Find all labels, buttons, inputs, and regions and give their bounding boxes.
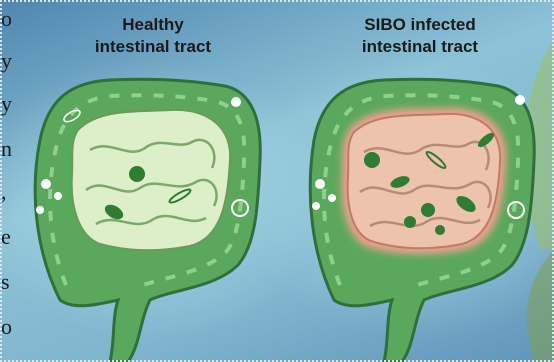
bubble-icon	[36, 206, 44, 214]
bubble-icon	[41, 179, 51, 189]
bubble-icon	[231, 97, 241, 107]
sibo-intestine	[310, 79, 534, 362]
healthy-small-intestine	[72, 110, 230, 250]
bubble-icon	[312, 202, 320, 210]
bubble-icon	[54, 192, 62, 200]
healthy-intestine	[35, 79, 260, 362]
bubble-icon	[515, 95, 525, 105]
bacterium-icon	[404, 216, 416, 228]
bacterium-icon	[364, 152, 380, 168]
bacterium-icon	[435, 225, 445, 235]
bubble-icon	[328, 194, 336, 202]
bacterium-icon	[129, 166, 145, 182]
bacterium-icon	[421, 203, 435, 217]
sibo-small-intestine	[342, 108, 506, 254]
bubble-icon	[315, 179, 325, 189]
